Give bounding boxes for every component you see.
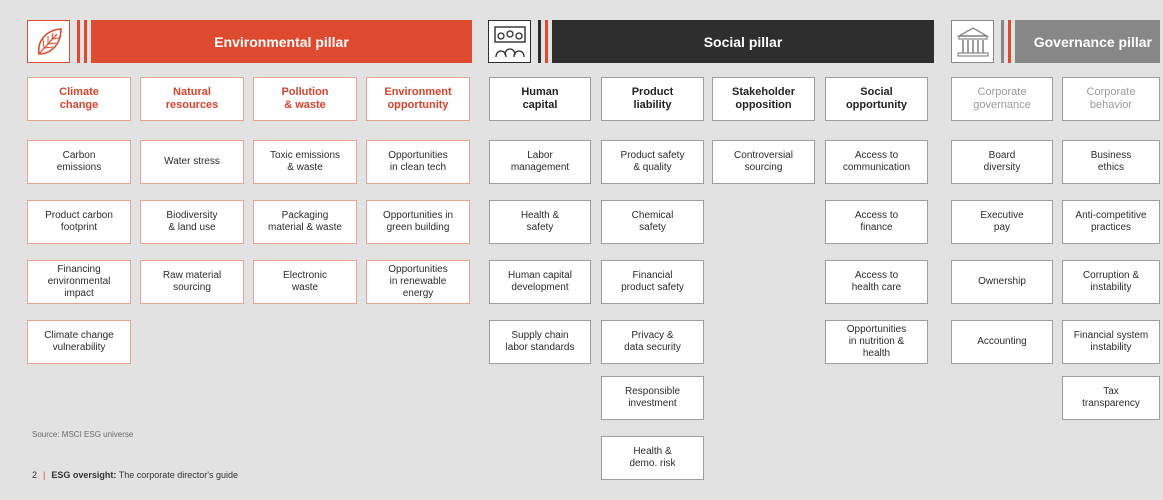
footer-title-rest: The corporate director's guide xyxy=(116,470,238,480)
soc-item: Access to health care xyxy=(825,260,928,304)
pillar-stripe xyxy=(84,20,87,63)
soc-header-product-liability: Product liability xyxy=(601,77,704,121)
page-footer: 2 | ESG oversight: The corporate director'… xyxy=(32,470,238,480)
gov-item: Corruption & instability xyxy=(1062,260,1160,304)
gov-item: Executive pay xyxy=(951,200,1053,244)
gov-item: Business ethics xyxy=(1062,140,1160,184)
soc-item: Opportunities in nutrition & health xyxy=(825,320,928,364)
soc-item: Labor management xyxy=(489,140,591,184)
env-item: Climate change vulnerability xyxy=(27,320,131,364)
gov-item: Board diversity xyxy=(951,140,1053,184)
env-item: Biodiversity & land use xyxy=(140,200,244,244)
soc-item: Financial product safety xyxy=(601,260,704,304)
soc-header-stakeholder-opposition: Stakeholder opposition xyxy=(712,77,815,121)
env-item: Electronic waste xyxy=(253,260,357,304)
building-icon xyxy=(956,27,990,57)
leaf-icon-box xyxy=(27,20,70,63)
soc-item: Access to communication xyxy=(825,140,928,184)
page-number: 2 xyxy=(32,470,38,480)
soc-item: Access to finance xyxy=(825,200,928,244)
soc-item: Supply chain labor standards xyxy=(489,320,591,364)
soc-header-social-opportunity: Social opportunity xyxy=(825,77,928,121)
gov-header-corporate-governance: Corporate governance xyxy=(951,77,1053,121)
env-item: Product carbon footprint xyxy=(27,200,131,244)
soc-item: Product safety & quality xyxy=(601,140,704,184)
building-icon-box xyxy=(951,20,994,63)
soc-item: Responsible investment xyxy=(601,376,704,420)
governance-pillar-header: Governance pillar xyxy=(951,20,1160,63)
source-note: Source: MSCI ESG universe xyxy=(32,430,134,439)
people-icon-box xyxy=(488,20,531,63)
env-header-climate-change: Climate change xyxy=(27,77,131,121)
env-item: Toxic emissions & waste xyxy=(253,140,357,184)
footer-separator: | xyxy=(43,470,46,480)
soc-item: Privacy & data security xyxy=(601,320,704,364)
env-item: Carbon emissions xyxy=(27,140,131,184)
pillar-stripe xyxy=(77,20,80,63)
env-item: Water stress xyxy=(140,140,244,184)
gov-item: Tax transparency xyxy=(1062,376,1160,420)
env-item: Financing environmental impact xyxy=(27,260,131,304)
social-pillar-header: Social pillar xyxy=(488,20,934,63)
env-header-natural-resources: Natural resources xyxy=(140,77,244,121)
soc-header-human-capital: Human capital xyxy=(489,77,591,121)
environmental-pillar-header: Environmental pillar xyxy=(27,20,472,63)
env-header-environment-opportunity: Environment opportunity xyxy=(366,77,470,121)
soc-item: Health & demo. risk xyxy=(601,436,704,480)
gov-item: Ownership xyxy=(951,260,1053,304)
env-item: Raw material sourcing xyxy=(140,260,244,304)
soc-item: Chemical safety xyxy=(601,200,704,244)
gov-item: Financial system instability xyxy=(1062,320,1160,364)
environmental-pillar-title: Environmental pillar xyxy=(91,20,472,63)
env-item: Opportunities in green building xyxy=(366,200,470,244)
footer-title-bold: ESG oversight: xyxy=(51,470,117,480)
governance-pillar-title: Governance pillar xyxy=(1015,20,1160,63)
soc-item: Health & safety xyxy=(489,200,591,244)
env-item: Opportunities in renewable energy xyxy=(366,260,470,304)
pillar-stripe xyxy=(545,20,548,63)
pillar-stripe xyxy=(1001,20,1004,63)
gov-header-corporate-behavior: Corporate behavior xyxy=(1062,77,1160,121)
leaf-icon xyxy=(37,28,62,55)
env-header-pollution-waste: Pollution & waste xyxy=(253,77,357,121)
gov-item: Accounting xyxy=(951,320,1053,364)
env-item: Packaging material & waste xyxy=(253,200,357,244)
soc-item: Controversial sourcing xyxy=(712,140,815,184)
soc-item: Human capital development xyxy=(489,260,591,304)
social-pillar-title: Social pillar xyxy=(552,20,934,63)
people-icon xyxy=(494,26,526,58)
pillar-stripe xyxy=(1008,20,1011,63)
env-item: Opportunities in clean tech xyxy=(366,140,470,184)
gov-item: Anti-competitive practices xyxy=(1062,200,1160,244)
pillar-stripe xyxy=(538,20,541,63)
